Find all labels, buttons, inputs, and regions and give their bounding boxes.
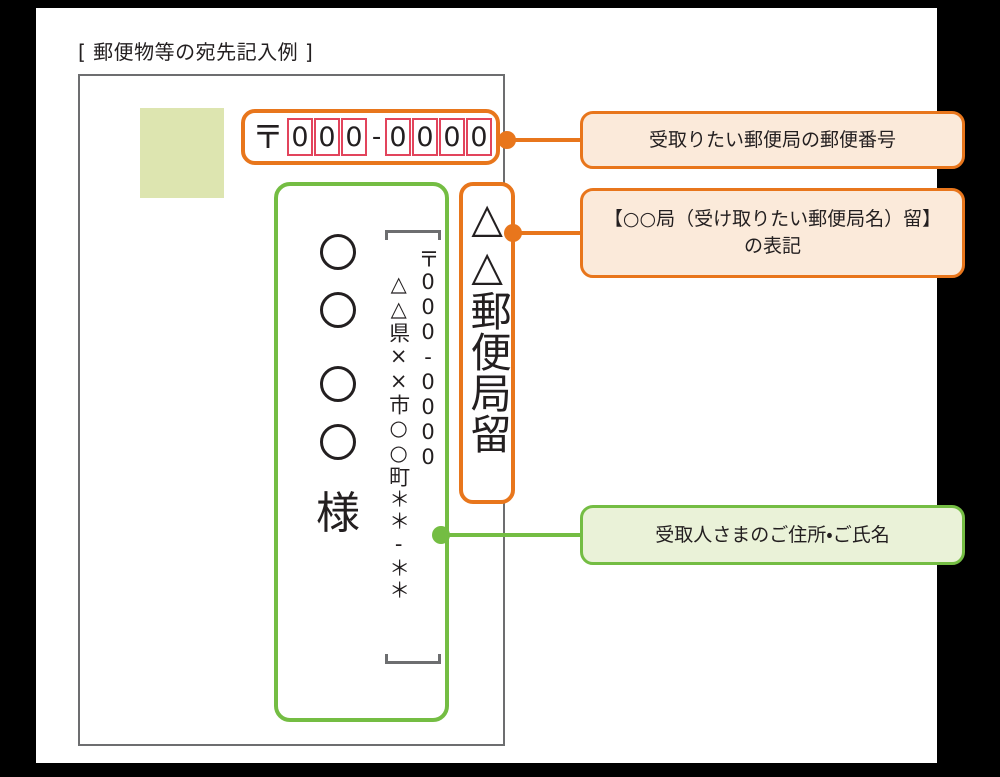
connector-dot-poste-restante [504, 224, 522, 242]
recipient-address-block: 様 〒000-0000 △△県××市○○町＊＊-＊＊ [274, 182, 449, 722]
postal-code-field: 〒 0 0 0 - 0 0 0 0 [241, 109, 500, 165]
bracket-tick [438, 230, 441, 240]
callout-recipient-address: 受取人さまのご住所・ご氏名 [580, 505, 965, 565]
recipient-name-column: 様 [308, 234, 368, 536]
recipient-address-text: △△県××市○○町＊＊-＊＊ [386, 272, 411, 601]
connector-line-postal-code [506, 138, 582, 142]
name-placeholder-circle [320, 292, 356, 328]
postal-separator: - [371, 122, 382, 152]
callout-postal-code: 受取りたい郵便局の郵便番号 [580, 111, 965, 169]
bracket-rail-bottom [385, 661, 441, 664]
address-bracket-frame: 〒000-0000 △△県××市○○町＊＊-＊＊ [385, 230, 441, 664]
recipient-postal-code-text: 〒000-0000 [416, 248, 440, 470]
postal-digit: 0 [287, 118, 314, 156]
connector-line-poste-restante [514, 231, 582, 235]
postal-digit: 0 [385, 118, 412, 156]
postal-digit: 0 [314, 118, 341, 156]
poste-restante-text: △△郵便局留 [463, 194, 512, 454]
callout-poste-restante: 【○○局（受け取りたい郵便局名）留】の表記 [580, 188, 965, 278]
postal-mark-icon: 〒 [252, 118, 285, 156]
bracket-tick [385, 654, 388, 664]
document-page: [ 郵便物等の宛先記入例 ] 〒 0 0 0 - 0 0 0 0 [36, 8, 965, 763]
connector-line-address [440, 533, 582, 537]
name-placeholder-circle [320, 424, 356, 460]
connector-dot-postal-code [498, 131, 516, 149]
postal-digit: 0 [341, 118, 368, 156]
name-placeholder-circle [320, 366, 356, 402]
bracket-tick [385, 230, 388, 240]
postal-digit: 0 [466, 118, 493, 156]
page-title: [ 郵便物等の宛先記入例 ] [78, 40, 314, 64]
envelope-illustration: 〒 0 0 0 - 0 0 0 0 [78, 74, 515, 746]
postal-digit: 0 [412, 118, 439, 156]
stamp-placeholder [140, 108, 224, 198]
bracket-tick [438, 654, 441, 664]
postal-digit: 0 [439, 118, 466, 156]
name-placeholder-circle [320, 234, 356, 270]
recipient-honorific: 様 [316, 488, 360, 539]
connector-dot-address [432, 526, 450, 544]
bracket-rail-top [385, 230, 441, 233]
